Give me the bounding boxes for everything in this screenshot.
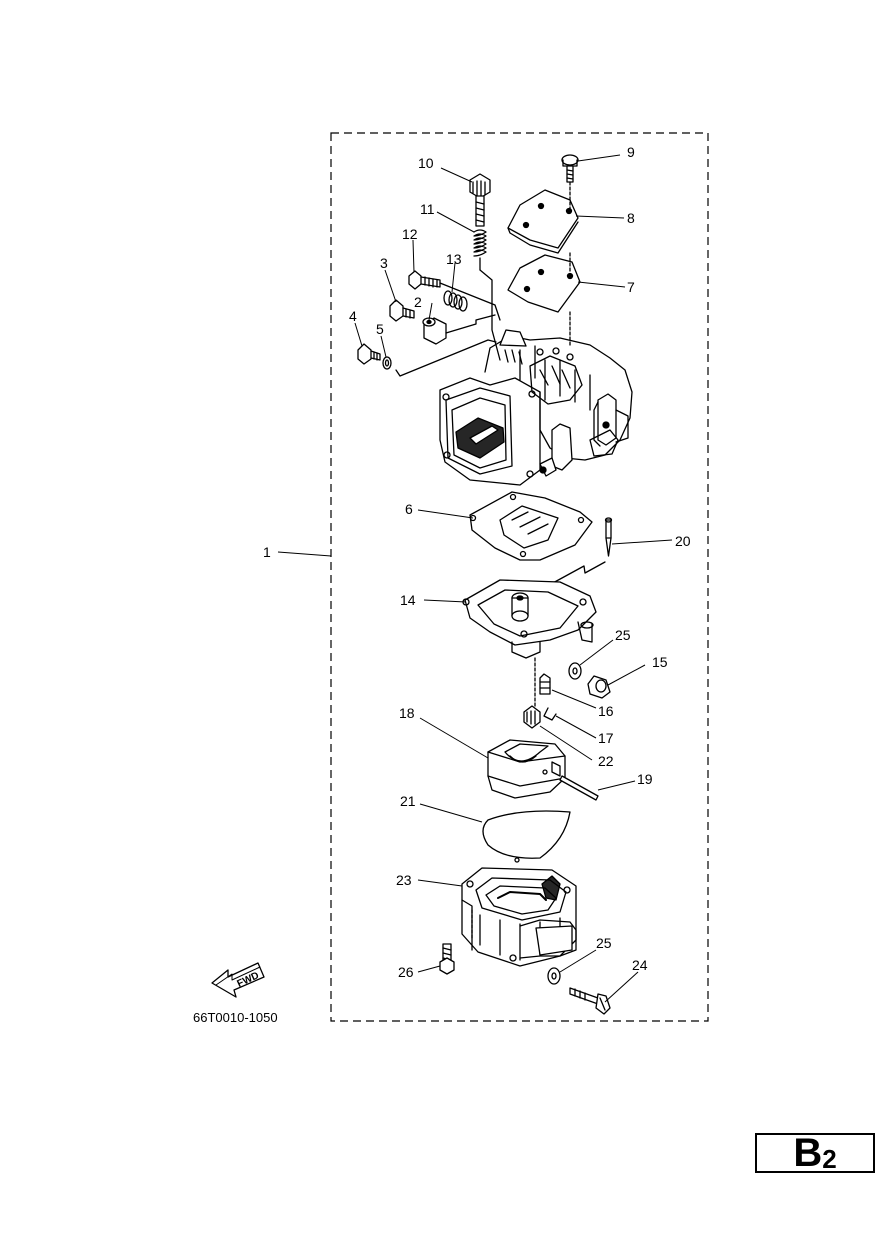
valve-16-icon <box>539 673 551 695</box>
part-label-19: 19 <box>637 771 653 787</box>
part-label-6: 6 <box>405 501 413 517</box>
part-label-5: 5 <box>376 321 384 337</box>
gasket-6 <box>469 491 593 561</box>
gasket-21 <box>482 810 571 859</box>
jet-2-icon <box>422 317 447 345</box>
part-label-21: 21 <box>400 793 416 809</box>
part-label-10: 10 <box>418 155 434 171</box>
part-label-22: 22 <box>598 753 614 769</box>
part-label-2: 2 <box>414 294 422 310</box>
screw-3-icon <box>389 299 415 322</box>
oring-5-icon <box>382 356 392 370</box>
part-label-3: 3 <box>380 255 388 271</box>
part-label-12: 12 <box>402 226 418 242</box>
fwd-arrow-icon <box>211 962 265 998</box>
spring-11-icon <box>473 229 487 257</box>
part-label-26: 26 <box>398 964 414 980</box>
screw-10-icon <box>469 173 491 227</box>
part-label-20: 20 <box>675 533 691 549</box>
pin-19-icon <box>559 775 599 801</box>
part-label-11: 11 <box>420 201 435 217</box>
part-label-7: 7 <box>627 279 635 295</box>
screw-24-icon <box>569 987 611 1015</box>
part-label-17: 17 <box>598 730 614 746</box>
part-label-18: 18 <box>399 705 415 721</box>
plug-15-icon <box>587 675 611 699</box>
part-label-13: 13 <box>446 251 462 267</box>
part-label-23: 23 <box>396 872 412 888</box>
part-label-9: 9 <box>627 144 635 160</box>
washer-25b-icon <box>547 967 561 985</box>
part-label-8: 8 <box>627 210 635 226</box>
part-label-16: 16 <box>598 703 614 719</box>
section-letter: B <box>793 1131 823 1175</box>
spring-13-icon <box>443 290 468 312</box>
part-label-25a: 25 <box>615 627 631 643</box>
float-bowl-14 <box>462 579 597 659</box>
section-number: 2 <box>822 1144 837 1174</box>
assembly-boundary <box>330 132 709 1022</box>
carburetor-body <box>439 329 633 486</box>
screw-9-icon <box>561 154 579 183</box>
part-label-1: 1 <box>263 544 271 560</box>
screw-26-icon <box>439 943 455 975</box>
part-label-24: 24 <box>632 957 648 973</box>
part-label-4: 4 <box>349 308 357 324</box>
clip-17-icon <box>543 707 557 721</box>
screw-4-icon <box>357 343 381 365</box>
cover-plate-8 <box>507 189 579 249</box>
diagram-code: 66T0010-1050 <box>193 1010 278 1025</box>
jet-22-icon <box>523 705 541 729</box>
part-label-14: 14 <box>400 592 416 608</box>
washer-25-icon <box>568 662 582 680</box>
gasket-7 <box>507 254 581 313</box>
part-label-15: 15 <box>652 654 668 670</box>
screw-12-icon <box>408 270 441 290</box>
bowl-23 <box>461 867 577 967</box>
float-18 <box>487 739 566 799</box>
part-label-25b: 25 <box>596 935 612 951</box>
needle-20-icon <box>604 517 613 557</box>
